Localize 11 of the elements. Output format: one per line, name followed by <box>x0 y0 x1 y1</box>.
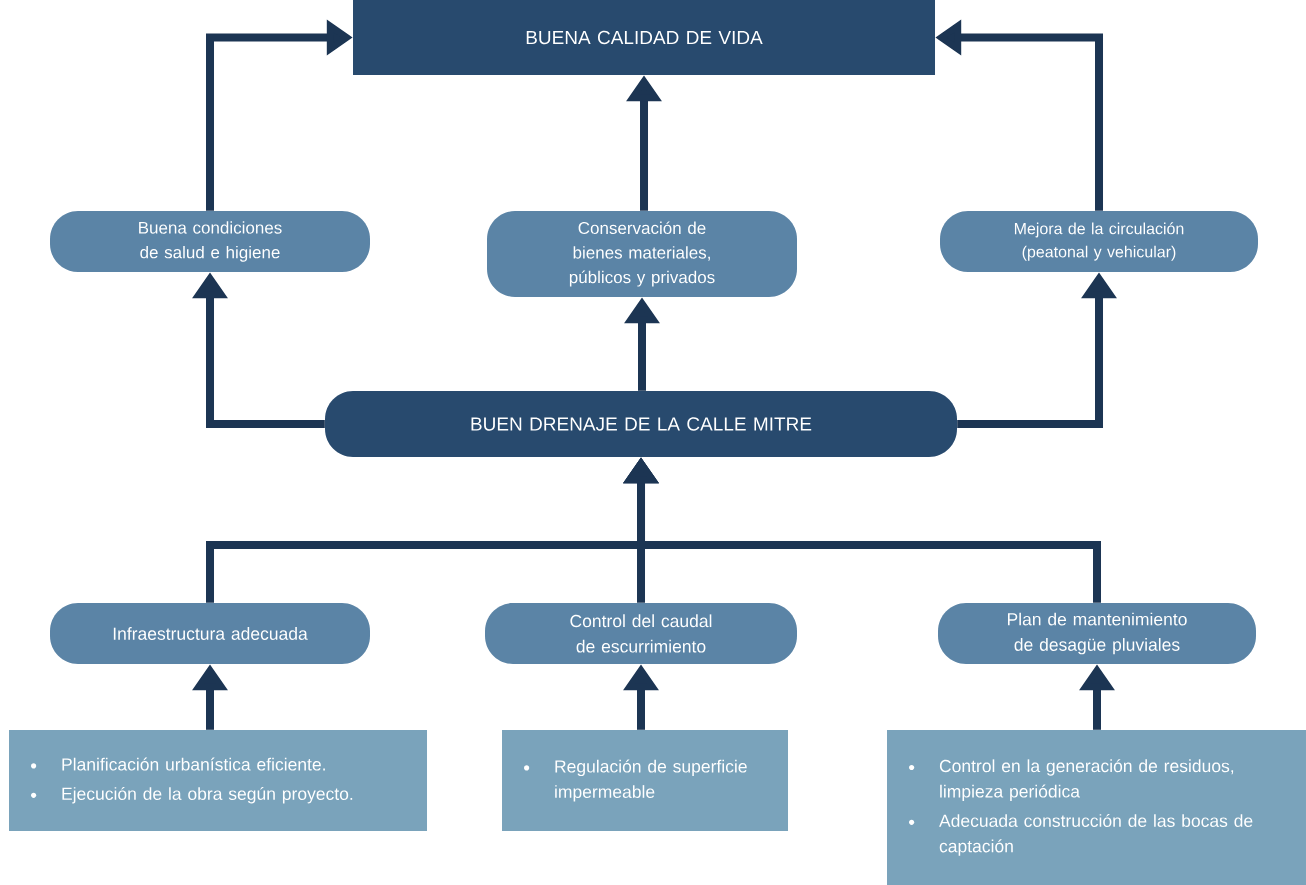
effect-box: Buena condiciones de salud e higiene <box>50 211 370 272</box>
goal-box: BUENA CALIDAD DE VIDA <box>353 0 935 75</box>
means-box: Control del caudal de escurrimiento <box>485 603 797 664</box>
action-box: Regulación de superficie impermeable <box>502 730 788 831</box>
action-box: Control en la generación de residuos, limpieza periódica Adecuada construcción de las bocas de captación <box>887 730 1306 885</box>
effect-box: Conservación de bienes materiales, públicos y privados <box>487 211 797 297</box>
effect-box: Mejora de la circulación (peatonal y vehicular) <box>940 211 1258 272</box>
main-objective-box: BUEN DRENAJE DE LA CALLE MITRE <box>325 391 957 457</box>
means-box: Plan de mantenimiento de desagüe pluviales <box>938 603 1256 664</box>
means-box: Infraestructura adecuada <box>50 603 370 664</box>
action-box: Planificación urbanística eficiente. Ejecución de la obra según proyecto. <box>9 730 427 831</box>
